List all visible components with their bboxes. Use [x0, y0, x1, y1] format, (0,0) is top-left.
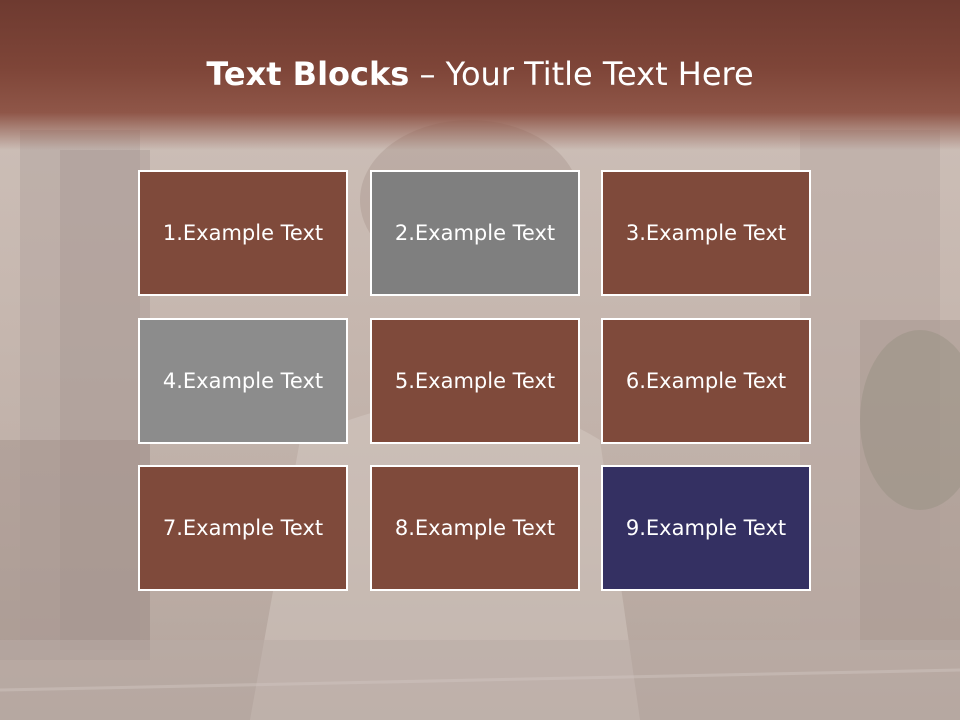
text-block-grid: 1.Example Text 2.Example Text 3.Example … — [138, 170, 816, 594]
title-dash: – — [419, 55, 436, 93]
text-block-8[interactable]: 8.Example Text — [370, 465, 580, 591]
title-bold-text: Text Blocks — [206, 55, 410, 93]
slide-title: Text Blocks – Your Title Text Here — [0, 52, 960, 96]
text-block-3[interactable]: 3.Example Text — [601, 170, 811, 296]
text-block-6[interactable]: 6.Example Text — [601, 318, 811, 444]
title-rest-text: Your Title Text Here — [445, 55, 754, 93]
text-block-4[interactable]: 4.Example Text — [138, 318, 348, 444]
text-block-2[interactable]: 2.Example Text — [370, 170, 580, 296]
text-block-7[interactable]: 7.Example Text — [138, 465, 348, 591]
text-block-5[interactable]: 5.Example Text — [370, 318, 580, 444]
text-block-9[interactable]: 9.Example Text — [601, 465, 811, 591]
header-band — [0, 0, 960, 150]
text-block-1[interactable]: 1.Example Text — [138, 170, 348, 296]
